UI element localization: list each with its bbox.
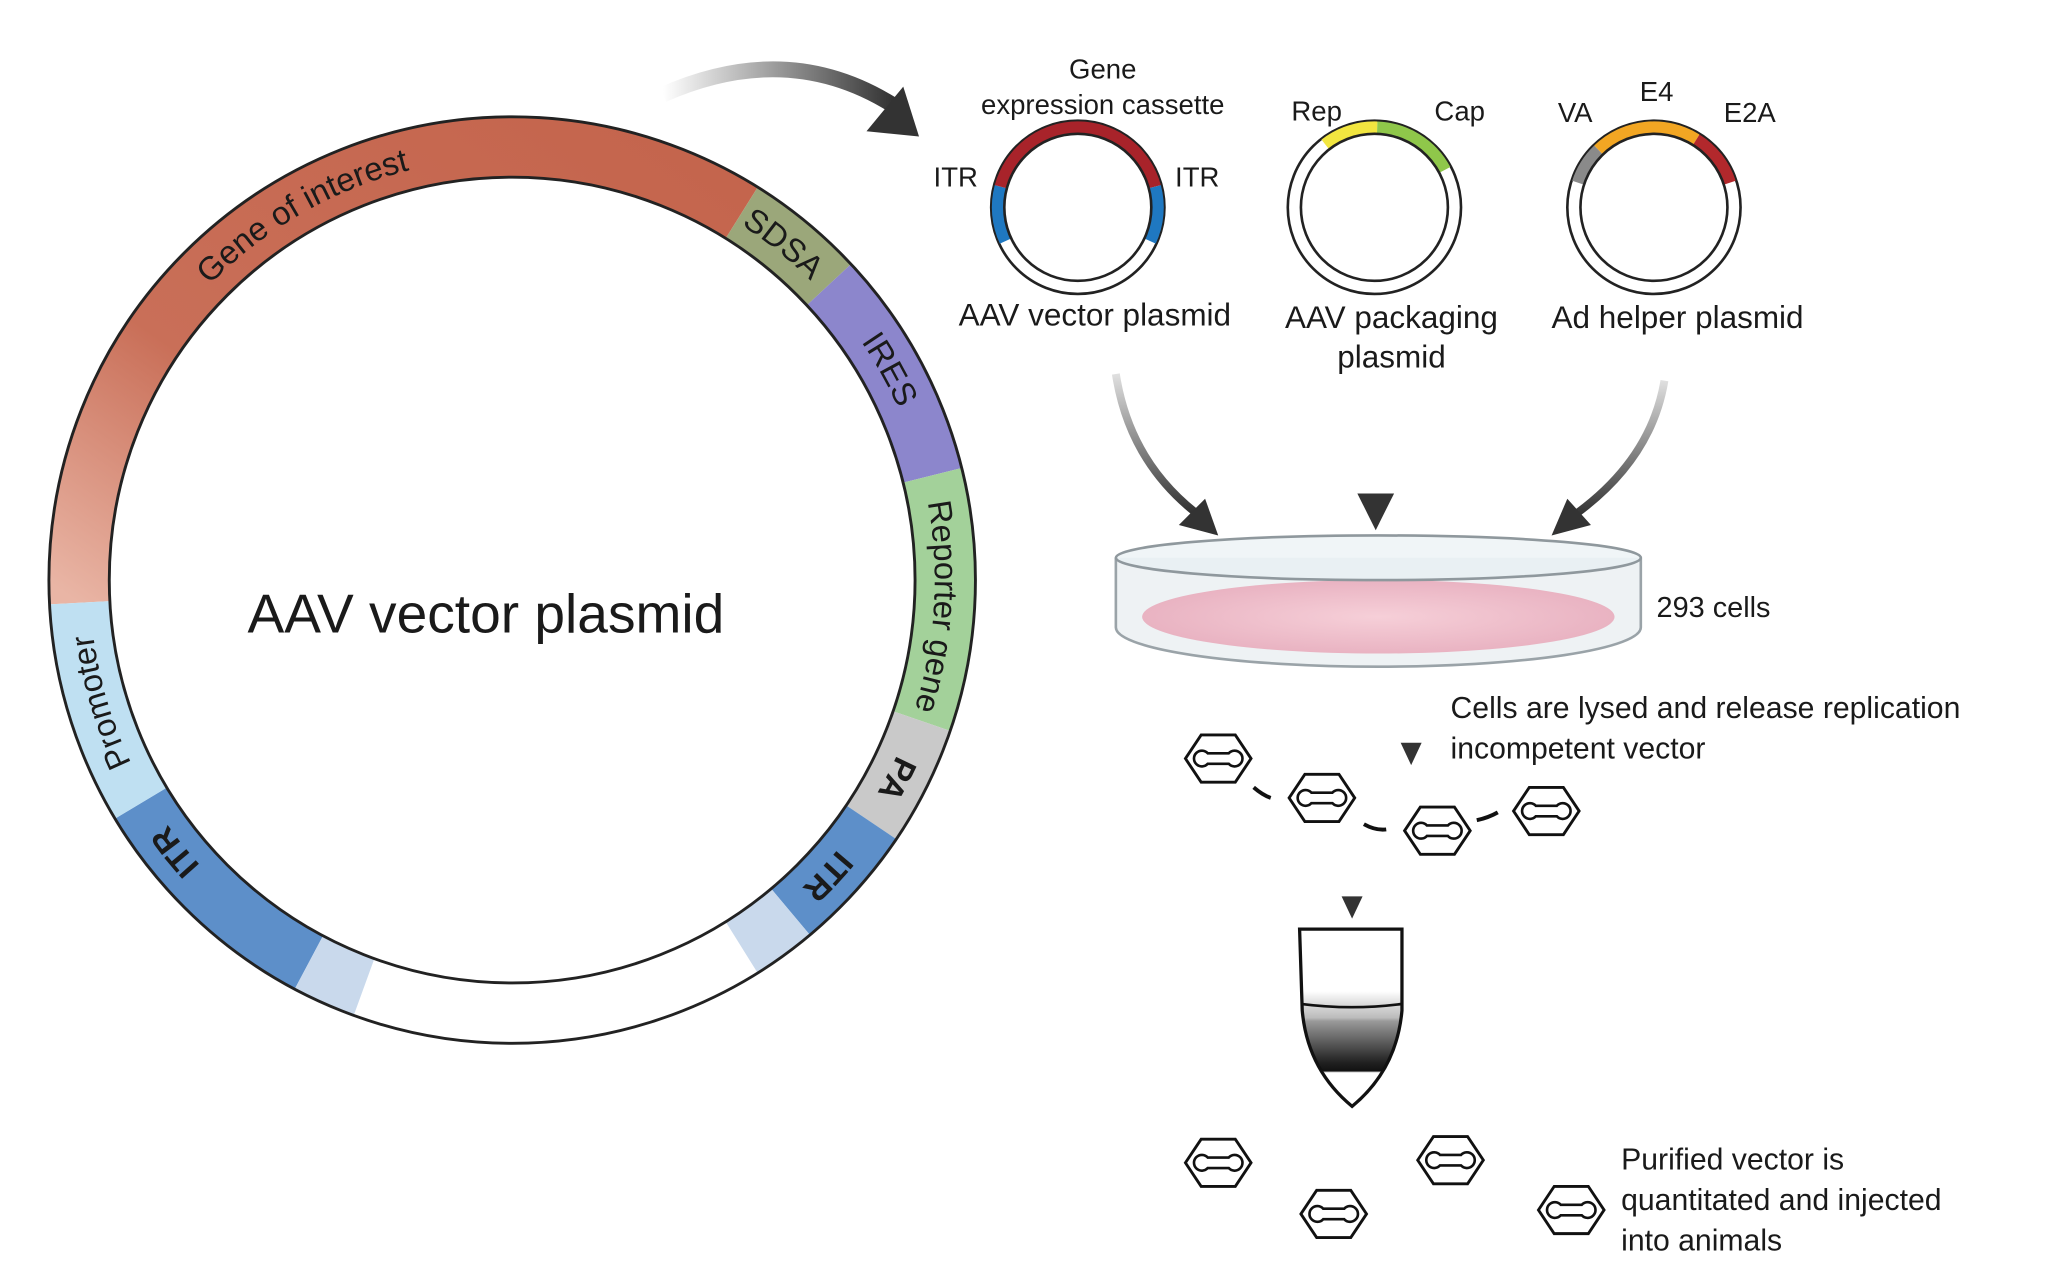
segment-itr-left <box>115 787 324 990</box>
arrowhead <box>1341 896 1363 919</box>
arrowhead <box>1551 498 1591 536</box>
main-aav-vector-plasmid: Gene of interest SDSA IRES Reporter gene… <box>47 115 977 1045</box>
virion-icon <box>1287 772 1357 823</box>
cap <box>1376 121 1451 173</box>
arrow-vector-to-dish <box>1111 373 1198 515</box>
plasmid-inner-outline <box>107 175 917 985</box>
cassette <box>994 121 1161 189</box>
plasmid-ring <box>1566 119 1742 296</box>
virion-icon <box>1183 733 1253 784</box>
packaging-plasmid-title-1: AAV packaging <box>1285 299 1498 335</box>
e4 <box>1594 121 1700 155</box>
purified-text-1: Purified vector is <box>1621 1143 1844 1176</box>
cells-label: 293 cells <box>1657 592 1771 624</box>
virion-icon <box>1183 1137 1253 1188</box>
arrowhead <box>1178 498 1219 536</box>
ad-helper-plasmid: VA E4 E2A Ad helper plasmid <box>1552 76 1804 335</box>
va-label: VA <box>1558 97 1593 128</box>
aav-vector-plasmid-small: Gene expression cassette ITR ITR AAV vec… <box>934 54 1231 333</box>
itr-right <box>1144 185 1164 244</box>
aav-packaging-plasmid: Rep Cap AAV packaging plasmid <box>1285 96 1498 375</box>
arrowhead <box>1357 493 1395 531</box>
virion-icon <box>1403 805 1472 856</box>
segment-itr-right <box>770 804 897 935</box>
itr-left-label: ITR <box>934 161 978 192</box>
main-plasmid-title: AAV vector plasmid <box>248 583 725 645</box>
virion-icon <box>1299 1188 1368 1240</box>
va <box>1572 145 1603 185</box>
virion-connector-dashes <box>1252 785 1499 832</box>
segment-reporter-gene <box>893 468 976 731</box>
itr-left <box>991 185 1011 244</box>
segment-gene-of-interest <box>48 116 758 605</box>
gene-label: Gene <box>1069 54 1136 85</box>
rep-label: Rep <box>1291 96 1342 127</box>
arrow-helper-to-dish <box>1572 379 1669 518</box>
segment-itr-left-fade <box>294 935 375 1016</box>
virion-icon <box>1512 785 1581 837</box>
segment-itr-right-fade <box>725 888 810 973</box>
packaging-plasmid-title-2: plasmid <box>1337 338 1446 374</box>
e4-label: E4 <box>1640 76 1674 107</box>
rep <box>1321 121 1378 150</box>
lysis-text-1: Cells are lysed and release replication <box>1451 692 1961 725</box>
tube-band <box>1300 1002 1403 1009</box>
centrifuge-tube-icon <box>1297 927 1404 1109</box>
plasmid-ring <box>989 119 1166 296</box>
curved-arrow-to-plasmids <box>659 61 897 112</box>
segment-label-gene-of-interest: Gene of interest <box>189 141 412 290</box>
segment-pa <box>845 710 951 840</box>
plasmid-ring-inner <box>1299 132 1450 283</box>
expression-cassette-label: expression cassette <box>981 89 1224 120</box>
itr-right-label: ITR <box>1175 161 1219 192</box>
plasmid-ring-inner <box>1003 132 1153 283</box>
e2a-label: E2A <box>1724 97 1777 128</box>
cell-layer <box>1142 580 1615 654</box>
plasmid-ring <box>1286 119 1463 296</box>
aav-vector-plasmid-title: AAV vector plasmid <box>959 296 1231 332</box>
purified-text-2: quantitated and injected <box>1621 1184 1941 1217</box>
virion-icon <box>1537 1184 1606 1236</box>
lysis-text-2: incompetent vector <box>1451 733 1706 766</box>
helper-plasmid-title: Ad helper plasmid <box>1552 299 1804 335</box>
plasmid-outer-outline <box>47 115 977 1045</box>
arrowhead <box>866 86 920 137</box>
virion-icon <box>1416 1135 1485 1186</box>
segment-sdsa <box>725 187 851 306</box>
cap-label: Cap <box>1434 96 1485 127</box>
plasmid-ring-inner <box>1579 132 1729 283</box>
arrowhead <box>1400 742 1422 766</box>
petri-dish: 293 cells <box>1114 534 1771 668</box>
segment-promoter <box>49 600 168 819</box>
e2a <box>1693 134 1736 185</box>
purified-text-3: into animals <box>1621 1225 1782 1258</box>
segment-ires <box>806 264 962 483</box>
